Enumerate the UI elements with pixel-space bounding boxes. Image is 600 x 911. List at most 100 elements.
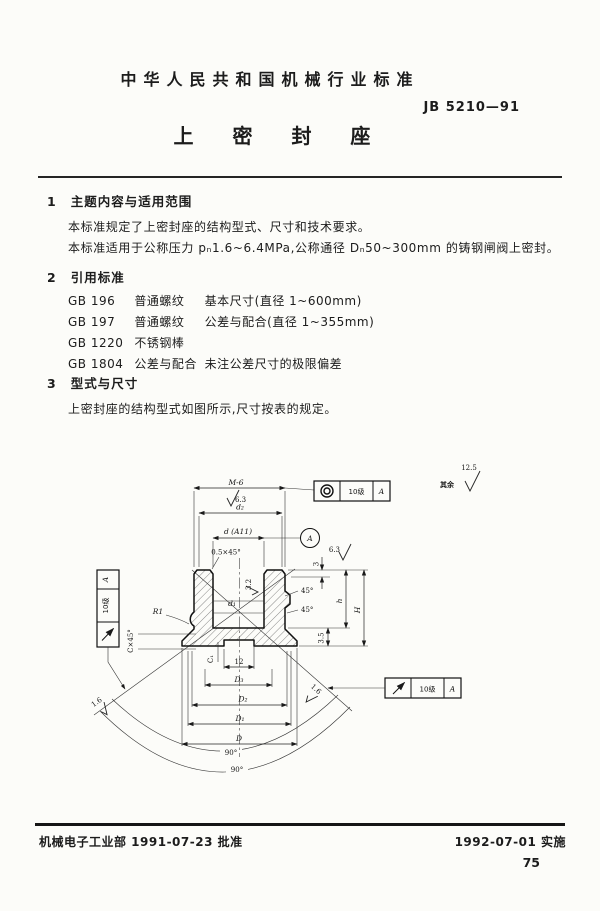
dim-3-5: 3.5 bbox=[318, 627, 331, 647]
frame-datum: A bbox=[449, 685, 456, 694]
reference-name: 普通螺纹 bbox=[134, 294, 185, 308]
section-3-number: 3 bbox=[47, 376, 57, 391]
runout-icon bbox=[101, 627, 115, 641]
section-2-heading: 2 引用标准 bbox=[47, 267, 125, 286]
frame-datum: A bbox=[378, 487, 385, 496]
reference-row: GB 196 普通螺纹 基本尺寸(直径 1~600mm) bbox=[68, 292, 362, 309]
dim-D3: D₃ bbox=[204, 675, 273, 688]
dim-label: D₁ bbox=[234, 714, 244, 723]
section-3-paragraph-1: 上密封座的结构型式如图所示,尺寸按表的规定。 bbox=[68, 402, 338, 416]
frame-datum: A bbox=[101, 576, 110, 583]
dim-label: 3.5 bbox=[318, 632, 326, 643]
bottom-witness-lines bbox=[181, 642, 298, 746]
dim-label: H bbox=[353, 606, 362, 614]
dim-12: 12 bbox=[223, 658, 255, 670]
roughness-value: 1.6 bbox=[309, 683, 323, 697]
concentricity-icon bbox=[320, 484, 334, 498]
reference-row: GB 1804 公差与配合 未注公差尺寸的极限偏差 bbox=[68, 355, 342, 372]
roughness-value: 6.3 bbox=[329, 546, 340, 554]
dim-label: D bbox=[235, 734, 242, 743]
runout-icon bbox=[392, 681, 406, 695]
reference-name: 公差与配合 bbox=[134, 357, 197, 371]
dim-d2: d₂ bbox=[198, 503, 283, 567]
section-1-paragraph-1: 本标准规定了上密封座的结构型式、尺寸和技术要求。 bbox=[68, 220, 371, 234]
dim-angle-45a: 45° bbox=[284, 587, 313, 597]
d2-label: d₂ bbox=[236, 503, 244, 512]
cone-angle-label: 90° bbox=[231, 766, 243, 774]
dim-label: 3 bbox=[313, 562, 321, 566]
chamfer-label: C×45° bbox=[127, 629, 135, 653]
standard-title: 中华人民共和国机械行业标准 bbox=[120, 70, 420, 89]
concentricity-icon bbox=[323, 487, 331, 495]
dim-label: C₁ bbox=[207, 655, 215, 663]
reference-code: GB 197 bbox=[68, 315, 116, 329]
surface-roughness-icon: 6.3 bbox=[329, 543, 352, 562]
section-2-number: 2 bbox=[47, 270, 57, 285]
surface-roughness-icon: 6.3 bbox=[226, 489, 246, 508]
dim-D1: D₁ bbox=[187, 714, 292, 727]
section-3-title: 型式与尺寸 bbox=[70, 376, 139, 391]
cone-construction-lines: 90° 90° bbox=[93, 568, 353, 774]
angle-label: 45° bbox=[301, 587, 313, 595]
dim-D: D bbox=[181, 734, 298, 747]
angle-label: 45° bbox=[301, 606, 313, 614]
general-roughness: 其余 12.5 bbox=[440, 464, 481, 493]
reference-desc: 基本尺寸(直径 1~600mm) bbox=[204, 294, 362, 308]
dim-3: 3 bbox=[288, 557, 368, 589]
tolerance-grade: 10级 bbox=[101, 598, 110, 614]
dim-radius: R1 bbox=[152, 607, 190, 625]
bore-label: d₁ bbox=[228, 599, 236, 608]
approval-note: 机械电子工业部 1991-07-23 批准 bbox=[39, 835, 243, 849]
section-3-heading: 3 型式与尺寸 bbox=[47, 373, 138, 392]
dim-chamfer-left: C×45° bbox=[127, 629, 196, 653]
reference-desc: 公差与配合(直径 1~355mm) bbox=[204, 315, 375, 329]
dim-thread: M-6 6.3 bbox=[193, 478, 315, 567]
surface-roughness-icon: 12.5 bbox=[461, 464, 481, 493]
reference-row: GB 197 普通螺纹 公差与配合(直径 1~355mm) bbox=[68, 313, 374, 330]
section-1-number: 1 bbox=[47, 194, 57, 209]
roughness-value: 12.5 bbox=[461, 464, 477, 472]
dim-D2: D₂ bbox=[191, 695, 288, 708]
dim-chamfer-top: 0.5×45° bbox=[211, 549, 241, 570]
reference-code: GB 1804 bbox=[68, 357, 124, 371]
dim-H: H bbox=[299, 569, 368, 647]
footer-divider bbox=[35, 823, 565, 826]
datum-label: A bbox=[306, 534, 313, 543]
part-cross-section bbox=[181, 569, 298, 647]
feature-frame-concentricity: 10级 A bbox=[313, 480, 391, 502]
radius-label: R1 bbox=[152, 607, 163, 616]
implementation-note: 1992-07-01 实施 bbox=[454, 835, 566, 849]
surface-roughness-icon: 1.6 bbox=[90, 696, 108, 716]
dim-dA11: A d (A11) bbox=[212, 527, 320, 567]
reference-name: 不锈钢棒 bbox=[134, 336, 185, 350]
roughness-value: 6.3 bbox=[235, 496, 246, 504]
standard-code: JB 5210—91 bbox=[423, 100, 520, 115]
cone-angle-label: 90° bbox=[225, 749, 237, 757]
dim-label: 12 bbox=[235, 658, 244, 666]
tolerance-grade: 10级 bbox=[349, 487, 365, 496]
surface-roughness-icon: 1.6 bbox=[305, 683, 323, 703]
reference-name: 普通螺纹 bbox=[134, 315, 185, 329]
datum-circle bbox=[300, 528, 320, 548]
roughness-value: 1.6 bbox=[90, 696, 104, 709]
rest-label: 其余 bbox=[440, 480, 455, 489]
technical-drawing: 90° 90° 1.6 1.6 M-6 6.3 bbox=[90, 464, 481, 774]
dim-label: h bbox=[335, 598, 344, 603]
thread-label: M-6 bbox=[228, 478, 244, 487]
reference-code: GB 196 bbox=[68, 294, 116, 308]
surface-roughness-icon: 3.2 bbox=[245, 579, 260, 596]
reference-code: GB 1220 bbox=[68, 336, 124, 350]
dim-label: D₃ bbox=[233, 675, 243, 684]
dim-angle-45b: 45° bbox=[286, 606, 313, 614]
section-2-title: 引用标准 bbox=[70, 270, 125, 285]
header-divider bbox=[38, 176, 562, 178]
section-1-paragraph-2: 本标准适用于公称压力 pₙ1.6~6.4MPa,公称通径 Dₙ50~300mm … bbox=[68, 241, 560, 255]
feature-frame-runout-bottom: 10级 A bbox=[327, 677, 462, 699]
reference-row: GB 1220 不锈钢棒 bbox=[68, 334, 200, 351]
tolerance-grade: 10级 bbox=[420, 685, 436, 694]
page-number: 75 bbox=[522, 855, 540, 870]
reference-desc: 未注公差尺寸的极限偏差 bbox=[204, 357, 343, 371]
dA11-label: d (A11) bbox=[224, 527, 252, 536]
